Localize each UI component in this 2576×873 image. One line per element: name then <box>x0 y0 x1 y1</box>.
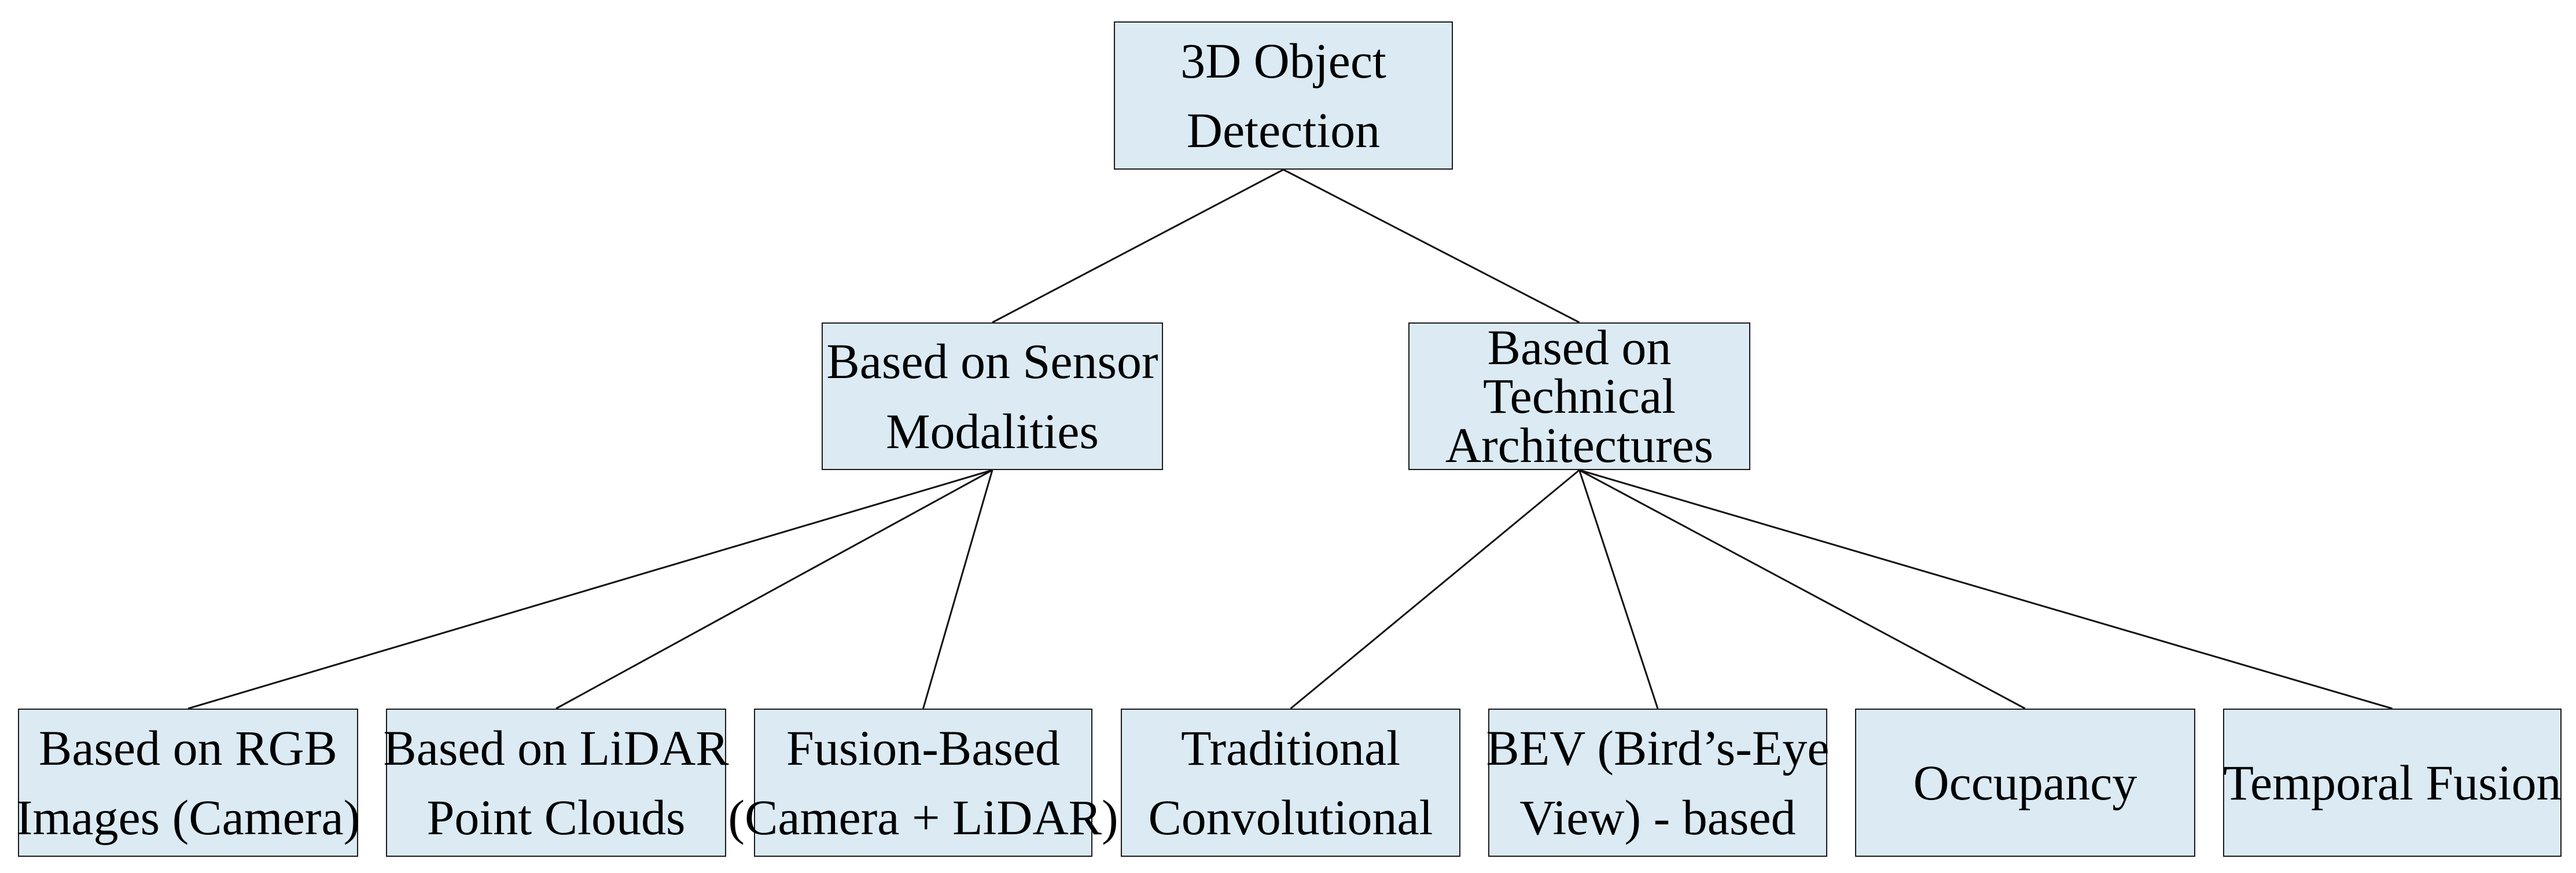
node-tech-line-3: Architectures <box>1445 417 1714 473</box>
edge-root-sensor <box>992 168 1284 324</box>
edge-sensor-lidar <box>555 469 993 710</box>
node-fusion: Fusion-Based (Camera + LiDAR) <box>728 709 1118 857</box>
node-lidar-line-2: Point Clouds <box>426 790 686 845</box>
node-rgb-line-1: Based on RGB <box>39 720 337 776</box>
node-temp-line-1: Temporal Fusion <box>2223 754 2562 810</box>
node-conv-line-1: Traditional <box>1180 720 1401 776</box>
node-bev-line-1: BEV (Bird’s-Eye <box>1486 720 1830 776</box>
node-bev-line-2: View) - based <box>1519 790 1796 845</box>
node-occ-line-1: Occupancy <box>1913 754 2137 810</box>
edge-tech-conv <box>1290 469 1580 710</box>
node-occ: Occupancy <box>1855 709 2195 857</box>
edge-sensor-fusion <box>922 469 993 709</box>
node-sensor-line-1: Based on Sensor <box>826 333 1158 390</box>
edge-tech-temp <box>1579 469 2393 710</box>
node-tech-line-1: Based on <box>1487 320 1672 376</box>
node-conv-line-2: Convolutional <box>1148 790 1433 845</box>
edge-tech-occ <box>1578 469 2026 710</box>
node-fusion-line-2: (Camera + LiDAR) <box>728 790 1118 845</box>
node-sensor-line-2: Modalities <box>886 403 1099 459</box>
node-tech-line-2: Technical <box>1483 368 1676 424</box>
node-rgb-line-2: Images (Camera) <box>16 790 360 845</box>
node-root-line-2: Detection <box>1186 102 1381 158</box>
edge-tech-bev <box>1578 469 1659 709</box>
node-fusion-line-1: Fusion-Based <box>786 720 1060 776</box>
node-lidar: Based on LiDAR Point Clouds <box>383 709 729 857</box>
node-root-line-1: 3D Object <box>1180 32 1386 89</box>
node-temp: Temporal Fusion <box>2223 709 2562 857</box>
edge-root-tech <box>1283 168 1580 324</box>
node-lidar-line-1: Based on LiDAR <box>383 720 729 776</box>
edge-sensor-rgb <box>187 469 993 710</box>
node-rgb: Based on RGB Images (Camera) <box>16 709 360 857</box>
